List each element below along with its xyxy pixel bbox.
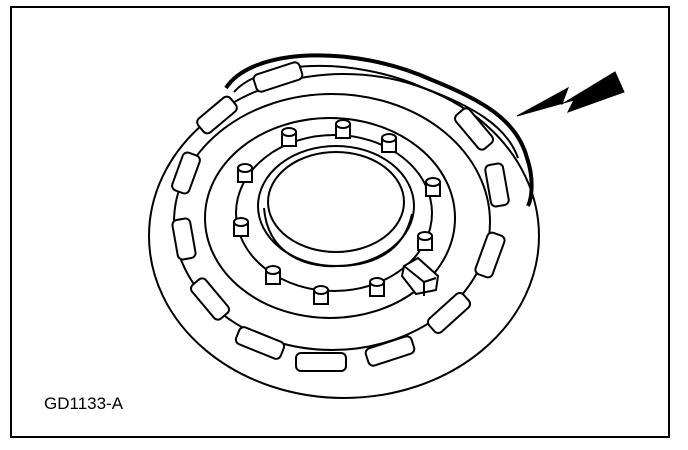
ring-slot (190, 277, 230, 321)
wheel-stud (313, 285, 329, 305)
ring-slot (484, 162, 510, 208)
wheel-stud (381, 133, 397, 153)
callout-arrow (516, 71, 625, 117)
wheel-stud (335, 119, 351, 139)
ring-slot (364, 335, 416, 367)
wheel-stud (233, 217, 249, 237)
ring-slot (426, 291, 472, 335)
ring-slot (234, 326, 286, 360)
retaining-ring (224, 53, 534, 207)
ring-slot (454, 107, 494, 151)
ring-slot (295, 352, 347, 372)
wheel-stud (425, 177, 441, 197)
wheel-stud (417, 231, 433, 251)
ring-slot (171, 151, 201, 195)
hub-illustration (148, 53, 625, 399)
figure-frame: GD1133-A (10, 6, 670, 438)
ring-slot (252, 61, 304, 93)
wheel-studs (233, 119, 441, 305)
ring-slot (171, 217, 197, 261)
ring-slot (196, 95, 238, 135)
locating-key (400, 256, 440, 296)
wheel-stud (265, 265, 281, 285)
ring-slot (474, 231, 506, 279)
ring-slots (171, 61, 510, 372)
center-bore-inner (267, 151, 405, 253)
bolt-circle (235, 134, 433, 292)
hub-face-ring (204, 117, 456, 319)
wheel-stud (237, 163, 253, 183)
wheel-stud (281, 127, 297, 147)
figure-label: GD1133-A (44, 394, 124, 413)
wheel-stud (369, 277, 385, 297)
